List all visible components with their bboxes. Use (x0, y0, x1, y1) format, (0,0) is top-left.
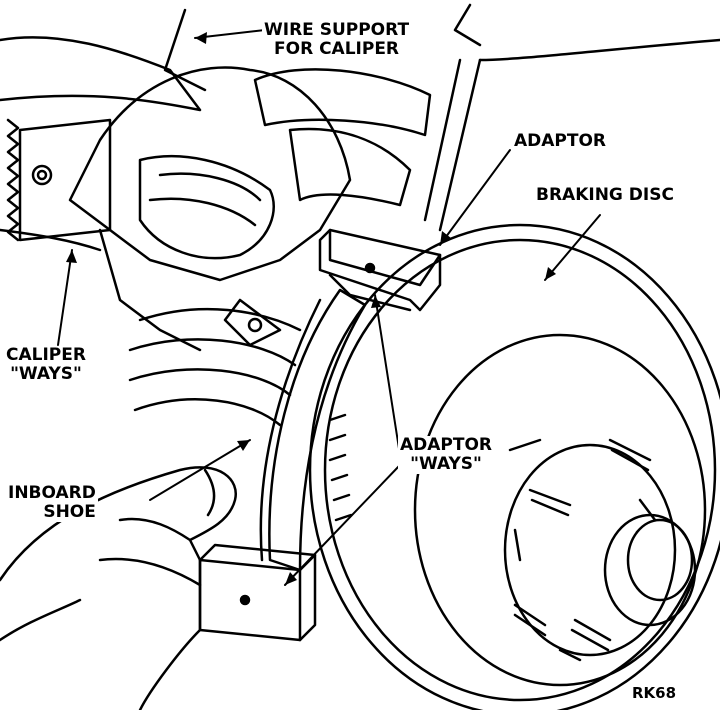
wire-support (163, 8, 207, 92)
brake-hose (423, 58, 482, 232)
label-caliper-ways: CALIPER "WAYS" (4, 346, 88, 384)
leader-wire-support (194, 29, 266, 39)
leader-adaptor (439, 149, 511, 246)
leader-inboard-shoe (149, 439, 251, 501)
label-adaptor-ways-line1: ADAPTOR (400, 435, 493, 455)
label-wire-support-line1: WIRE SUPPORT (264, 20, 410, 40)
label-adaptor-ways-line2: "WAYS" (410, 454, 482, 474)
coil-spring (6, 118, 20, 242)
suspension-arm (0, 36, 202, 112)
leader-caliper-ways (57, 249, 73, 346)
leader-braking-disc (544, 214, 601, 281)
leader-adaptor-ways-2 (284, 464, 401, 586)
label-adaptor: ADAPTOR (512, 131, 609, 151)
label-caliper-ways-line2: "WAYS" (10, 364, 82, 384)
label-caliper-ways-line1: CALIPER (6, 345, 86, 365)
label-wire-support-line2: FOR CALIPER (274, 39, 400, 59)
knuckle-bolt (31, 164, 53, 186)
label-inboard-shoe-line2: SHOE (43, 502, 96, 522)
disc-hub-ring (413, 333, 707, 687)
label-adaptor-ways: ADAPTOR "WAYS" (398, 435, 495, 474)
label-inboard-shoe: INBOARD SHOE (6, 484, 98, 522)
caliper-piston (253, 68, 432, 137)
lower-coil (128, 307, 302, 427)
leader-adaptor-ways-1 (374, 294, 401, 456)
label-wire-support: WIRE SUPPORT FOR CALIPER (262, 20, 412, 59)
figure-code: RK68 (630, 684, 679, 703)
adaptor-upper (318, 228, 442, 312)
label-inboard-shoe-line1: INBOARD (8, 483, 96, 503)
wheel-studs (513, 438, 652, 652)
label-braking-disc: BRAKING DISC (534, 185, 676, 205)
braking-disc (308, 223, 720, 710)
caliper-body (68, 66, 352, 282)
inboard-shoe (268, 288, 367, 572)
